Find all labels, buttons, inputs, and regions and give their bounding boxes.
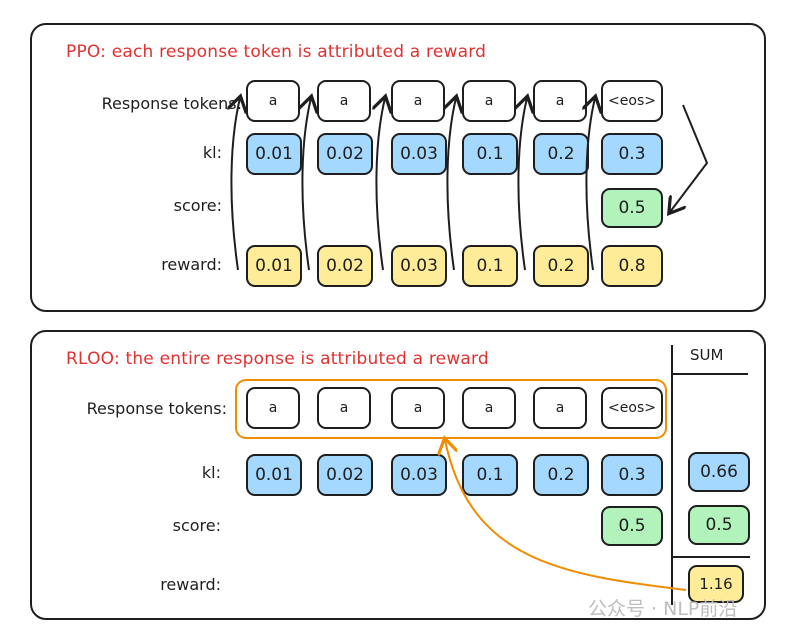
ppo-reward-cell: 0.2	[533, 245, 589, 287]
reward-to-token-arrow	[302, 98, 311, 271]
reward-to-token-arrow	[586, 98, 595, 271]
ppo-label-tokens: Response tokens:	[101, 94, 242, 113]
ppo-kl-cell: 0.1	[462, 133, 518, 175]
rloo-token-cell: <eos>	[601, 387, 663, 429]
watermark: 公众号 · NLP前沿	[588, 598, 738, 620]
rloo-kl-cell: 0.02	[317, 454, 373, 496]
rloo-token-cell: a	[462, 387, 516, 429]
rloo-kl-cell: 0.01	[246, 454, 302, 496]
ppo-kl-cell: 0.03	[391, 133, 447, 175]
sum-score-cell: 0.5	[688, 505, 750, 545]
ppo-kl-cell: 0.01	[246, 133, 302, 175]
ppo-kl-cell: 0.02	[317, 133, 373, 175]
rloo-label-tokens: Response tokens:	[86, 399, 227, 418]
rloo-token-cell: a	[391, 387, 445, 429]
rloo-label-score: score:	[172, 516, 221, 535]
rloo-title: RLOO: the entire response is attributed …	[66, 349, 489, 369]
rloo-label-reward: reward:	[160, 575, 221, 594]
ppo-kl-cell: 0.3	[601, 133, 663, 175]
rloo-kl-cell: 0.03	[391, 454, 447, 496]
reward-to-token-arrow	[518, 98, 527, 271]
ppo-reward-cell: 0.02	[317, 245, 373, 287]
ppo-label-score: score:	[173, 196, 222, 215]
rloo-token-cell: a	[533, 387, 587, 429]
reward-to-token-arrow	[376, 98, 385, 271]
rloo-token-cell: a	[317, 387, 371, 429]
ppo-score-cell: 0.5	[601, 188, 663, 228]
ppo-label-kl: kl:	[202, 143, 222, 162]
ppo-reward-cell: 0.8	[601, 245, 663, 287]
ppo-reward-cell: 0.01	[246, 245, 302, 287]
ppo-token-cell: <eos>	[601, 80, 663, 122]
ppo-title: PPO: each response token is attributed a…	[66, 42, 487, 62]
ppo-label-reward: reward:	[161, 255, 222, 274]
rloo-token-cell: a	[246, 387, 300, 429]
ppo-reward-cell: 0.1	[462, 245, 518, 287]
reward-to-token-arrow	[447, 98, 456, 271]
reward-to-token-arrow	[231, 98, 240, 271]
rloo-score-cell: 0.5	[601, 506, 663, 546]
rloo-kl-cell: 0.3	[601, 454, 663, 496]
rloo-kl-cell: 0.2	[533, 454, 589, 496]
rloo-label-kl: kl:	[201, 463, 221, 482]
sum-header: SUM	[690, 346, 724, 364]
sum-to-response-arrow	[445, 440, 687, 591]
sum-kl-cell: 0.66	[688, 452, 750, 492]
response-group-highlight	[235, 379, 667, 439]
rloo-kl-cell: 0.1	[462, 454, 518, 496]
sum-reward-cell: 1.16	[688, 565, 744, 603]
eos-to-score-arrow	[670, 104, 709, 212]
ppo-reward-cell: 0.03	[391, 245, 447, 287]
